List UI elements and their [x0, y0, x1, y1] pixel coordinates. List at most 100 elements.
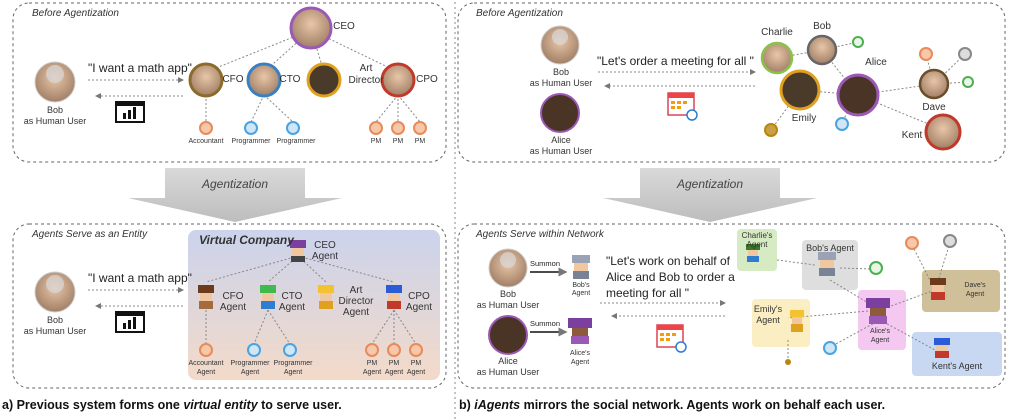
right-quote2-line1: "Let's work on behalf of	[606, 254, 730, 268]
alice-network-avatar	[836, 73, 880, 117]
cpo-agent-label-2: Agent	[405, 302, 433, 313]
kents-agent-icon	[934, 338, 950, 358]
summon-label-bob: Summon	[530, 259, 561, 268]
daves-agent-icon	[930, 278, 946, 300]
agent-org-lines	[205, 255, 417, 345]
right-quote2-line2: Alice and Bob to order a	[606, 270, 735, 284]
left-caption-pre: a) Previous system forms one	[2, 398, 184, 412]
ceo-agent-icon	[290, 240, 306, 262]
programmer-node-2	[286, 121, 300, 135]
ceo-agent-label-2: Agent	[311, 251, 339, 262]
left-quote-after: "I want a math app"	[88, 271, 192, 285]
bobs-agent-icon	[818, 252, 836, 276]
ceo-agent-label-1: CEO	[314, 240, 336, 251]
left-quote: "I want a math app"	[88, 61, 192, 75]
cfo-agent-label-1: CFO	[222, 291, 244, 302]
left-caption: a) Previous system forms one virtual ent…	[2, 398, 342, 412]
pm-agent-node-3	[409, 343, 423, 357]
art-label-1: Art	[359, 63, 373, 74]
pm-agent-1-label-1: PM	[366, 360, 378, 367]
green-node	[852, 36, 864, 48]
bobs-agent-small-label-1: Bob's	[572, 282, 590, 289]
pm-agent-2-label-1: PM	[388, 360, 400, 367]
pm-agent-3-label-1: PM	[410, 360, 422, 367]
alices-agent-small-label-2: Agent	[570, 359, 590, 366]
right-before-box	[457, 2, 1006, 163]
programmer-agent-node-2	[283, 343, 297, 357]
calendar-icon-after	[656, 324, 687, 353]
green-node-2	[962, 76, 974, 88]
programmer-agent-node-1	[247, 343, 261, 357]
cto-label: CTO	[279, 74, 301, 85]
pm-label-1: PM	[370, 138, 382, 145]
daves-agent-label-1: Dave's	[964, 282, 986, 289]
bob-label: Bob	[46, 105, 64, 115]
virtual-company-label: Virtual Company	[199, 233, 294, 247]
cto-agent-label-2: Agent	[278, 302, 306, 313]
art-director-avatar	[306, 62, 342, 98]
alices-agent-label-2: Agent	[870, 337, 890, 344]
accountant-label: Accountant	[188, 138, 224, 145]
left-after-box	[12, 223, 447, 389]
pm-label-2: PM	[392, 138, 404, 145]
charlies-agent-label-2: Agent	[746, 240, 768, 249]
bob-role-label: as Human User	[23, 116, 87, 126]
emilys-agent-icon	[790, 310, 804, 332]
cto-agent-label-1: CTO	[281, 291, 303, 302]
bob-user-label-after-2: as Human User	[476, 300, 540, 310]
summon-label-alice: Summon	[530, 319, 561, 328]
bob-label-after: Bob	[46, 315, 64, 325]
emily-avatar	[779, 69, 821, 111]
art-director-agent-icon	[318, 285, 334, 309]
charlie-label: Charlie	[761, 27, 793, 38]
orange-agent-node	[905, 236, 919, 250]
agentization-arrow-right	[603, 168, 817, 222]
art-agent-label-2: Director	[338, 296, 374, 307]
pm-agent-2-label-2: Agent	[384, 369, 404, 376]
programmer-label-1: Programmer	[231, 138, 271, 145]
calendar-icon	[667, 92, 698, 121]
right-before-title: Before Agentization	[476, 8, 563, 19]
math-app-icon-after	[115, 311, 145, 333]
kents-agent-label: Kent's Agent	[931, 361, 983, 371]
pm-agent-1-label-2: Agent	[362, 369, 382, 376]
blue-node	[835, 117, 849, 131]
right-caption-em: iAgents	[474, 398, 521, 412]
blue-agent-node	[823, 341, 837, 355]
left-caption-post: to serve user.	[257, 398, 342, 412]
cfo-agent-label-2: Agent	[219, 302, 247, 313]
alice-user-avatar-after	[488, 315, 528, 355]
ceo-avatar	[289, 6, 333, 50]
pm-node-1	[369, 121, 383, 135]
pm-node-3	[413, 121, 427, 135]
bob-network-avatar	[806, 34, 838, 66]
math-app-icon	[115, 101, 145, 123]
gray-agent-node	[943, 234, 957, 248]
kent-avatar	[924, 113, 962, 151]
right-after-box	[457, 223, 1006, 389]
cpo-agent-icon	[386, 285, 402, 309]
right-caption: b) iAgents mirrors the social network. A…	[459, 398, 885, 412]
agentization-label-left: Agentization	[201, 177, 269, 191]
right-after-title: Agents Serve within Network	[476, 229, 604, 240]
pm-agent-node-2	[387, 343, 401, 357]
right-caption-pre: b)	[459, 398, 475, 412]
brown-agent-node	[785, 359, 791, 365]
kent-label: Kent	[901, 130, 923, 141]
alice-user-label-after-1: Alice	[498, 356, 518, 366]
left-after-title: Agents Serve as an Entity	[32, 229, 148, 240]
gray-node	[958, 47, 972, 61]
cto-agent-icon	[260, 285, 276, 309]
programmer-node-1	[244, 121, 258, 135]
art-label-2: Director	[348, 75, 384, 86]
bobs-agent-label: Bob's Agent	[806, 243, 854, 253]
cfo-agent-icon	[198, 285, 214, 309]
right-quote2-line3: meeting for all "	[606, 286, 689, 300]
charlies-agent-icon	[746, 244, 760, 262]
emily-label: Emily	[791, 113, 817, 124]
accountant-node	[199, 121, 213, 135]
alices-agent-icon	[866, 298, 890, 324]
virtual-company-bg	[188, 230, 440, 380]
